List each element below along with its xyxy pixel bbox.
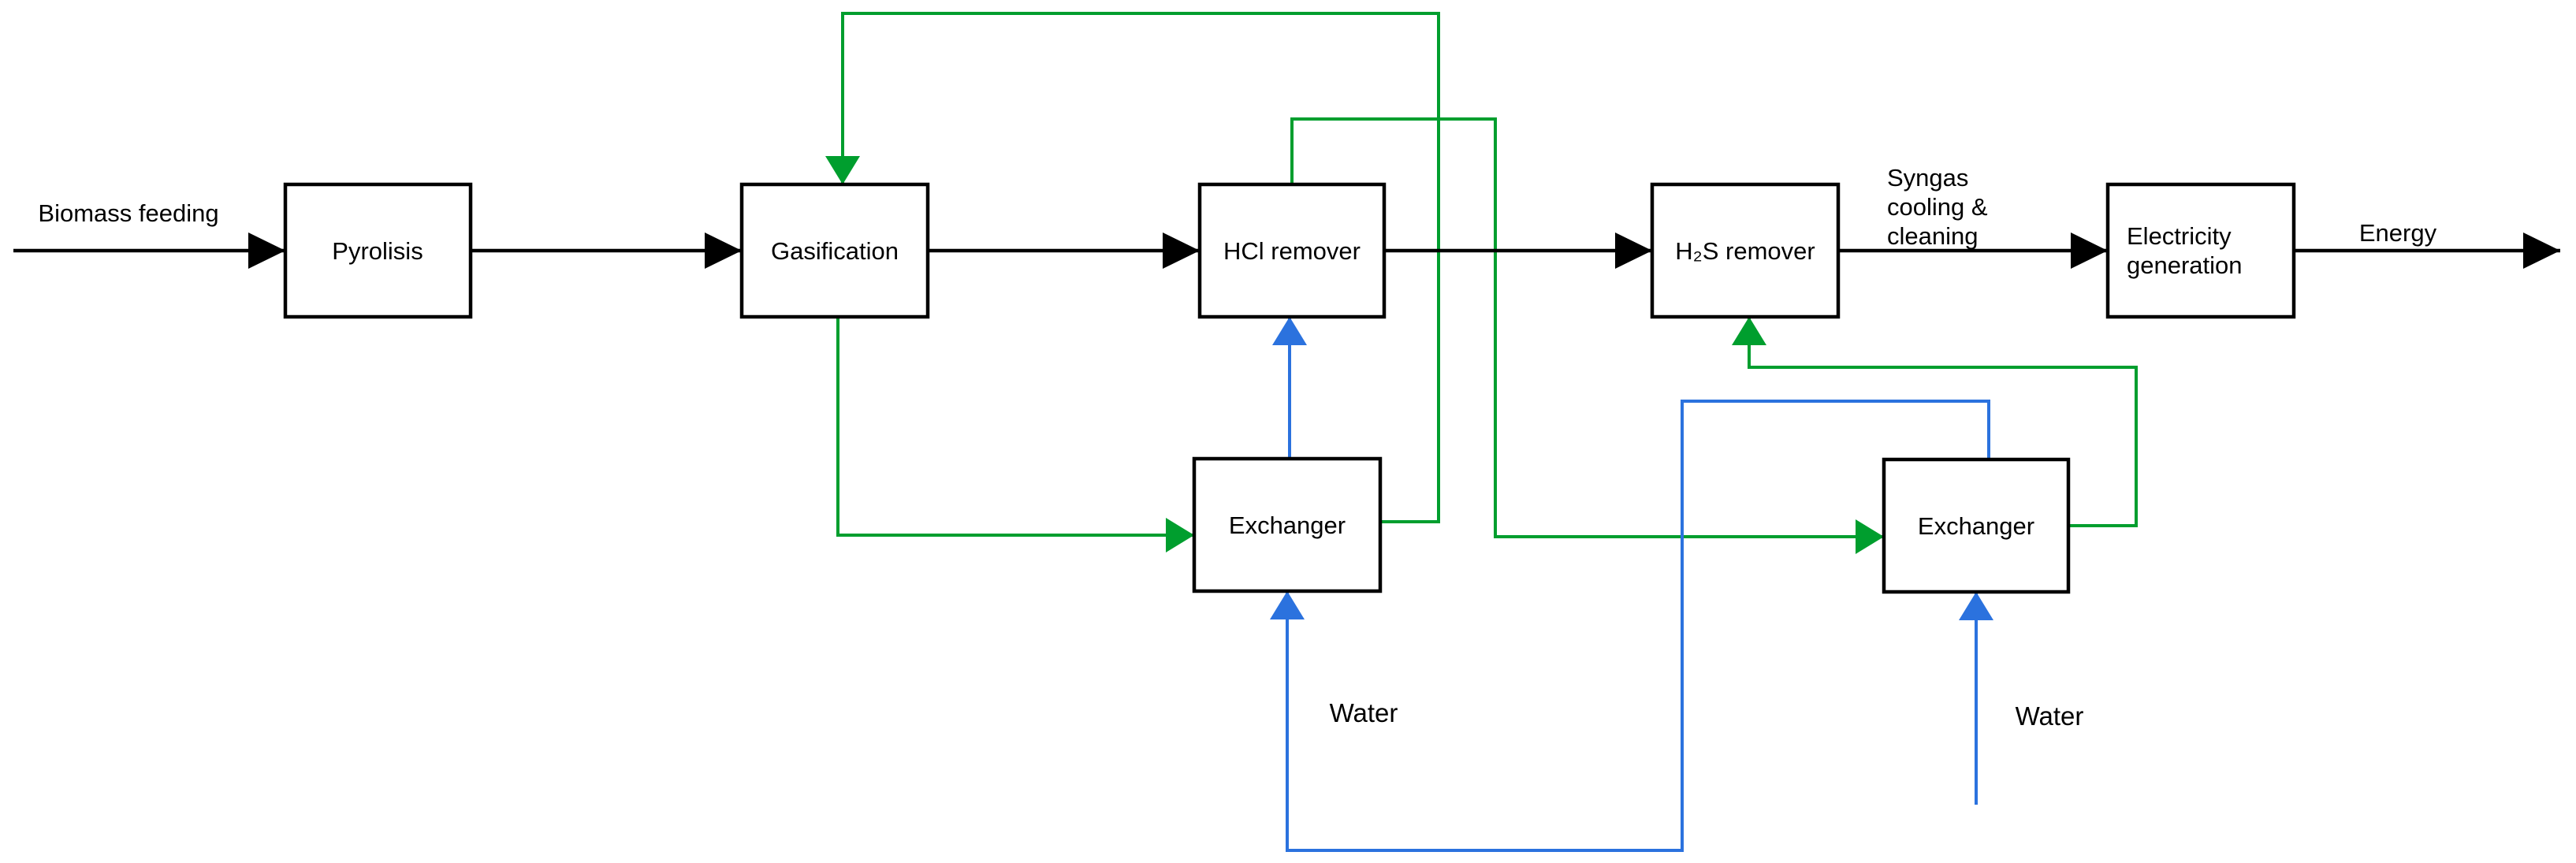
connector-exchanger-left-to-gasification-top (825, 12, 1440, 523)
process-box-exchanger-left (1192, 456, 1383, 593)
blue-water-connectors (1270, 317, 1993, 852)
label-syngas-line2: cooling & (1887, 193, 1988, 221)
label-biomass-feeding: Biomass feeding (38, 199, 218, 227)
green-recycle-connectors (825, 12, 2138, 554)
process-box-electricity-generation (2105, 182, 2296, 319)
label-energy: Energy (2359, 219, 2437, 247)
stream-annotations: Biomass feeding Energy Syngas cooling & … (38, 164, 2436, 731)
process-box-exchanger-right (1882, 457, 2071, 594)
connector-water-loop-to-exchanger-left (1270, 400, 1990, 852)
label-syngas-line1: Syngas (1887, 164, 1968, 192)
box-label-exchanger-right: Exchanger (1918, 512, 2034, 540)
connector-hcl-remover-to-exchanger-right (1290, 117, 1884, 554)
label-syngas-line3: cleaning (1887, 222, 1978, 250)
box-label-exchanger-left: Exchanger (1229, 511, 1346, 539)
box-label-gasification: Gasification (771, 237, 899, 265)
process-box-hcl-remover (1197, 182, 1387, 319)
box-label-electricity-line2: generation (2127, 251, 2243, 279)
box-label-hcl-remover: HCl remover (1223, 237, 1361, 265)
box-label-pyrolisis: Pyrolisis (332, 237, 423, 265)
label-water-right: Water (2016, 701, 2084, 731)
connector-exchanger-right-to-h2s-remover (1732, 317, 2138, 527)
process-box-h2s-remover (1650, 182, 1841, 319)
process-box-labels: Pyrolisis Gasification HCl remover H₂S r… (332, 222, 2242, 540)
process-box-pyrolisis (283, 182, 473, 319)
process-box-gasification (739, 182, 930, 319)
label-water-left: Water (1330, 698, 1398, 727)
box-label-electricity-line1: Electricity (2127, 222, 2232, 250)
process-boxes (283, 182, 2296, 594)
box-label-h2s-remover: H₂S remover (1675, 237, 1815, 265)
connector-gasification-to-exchanger-left (836, 317, 1194, 552)
